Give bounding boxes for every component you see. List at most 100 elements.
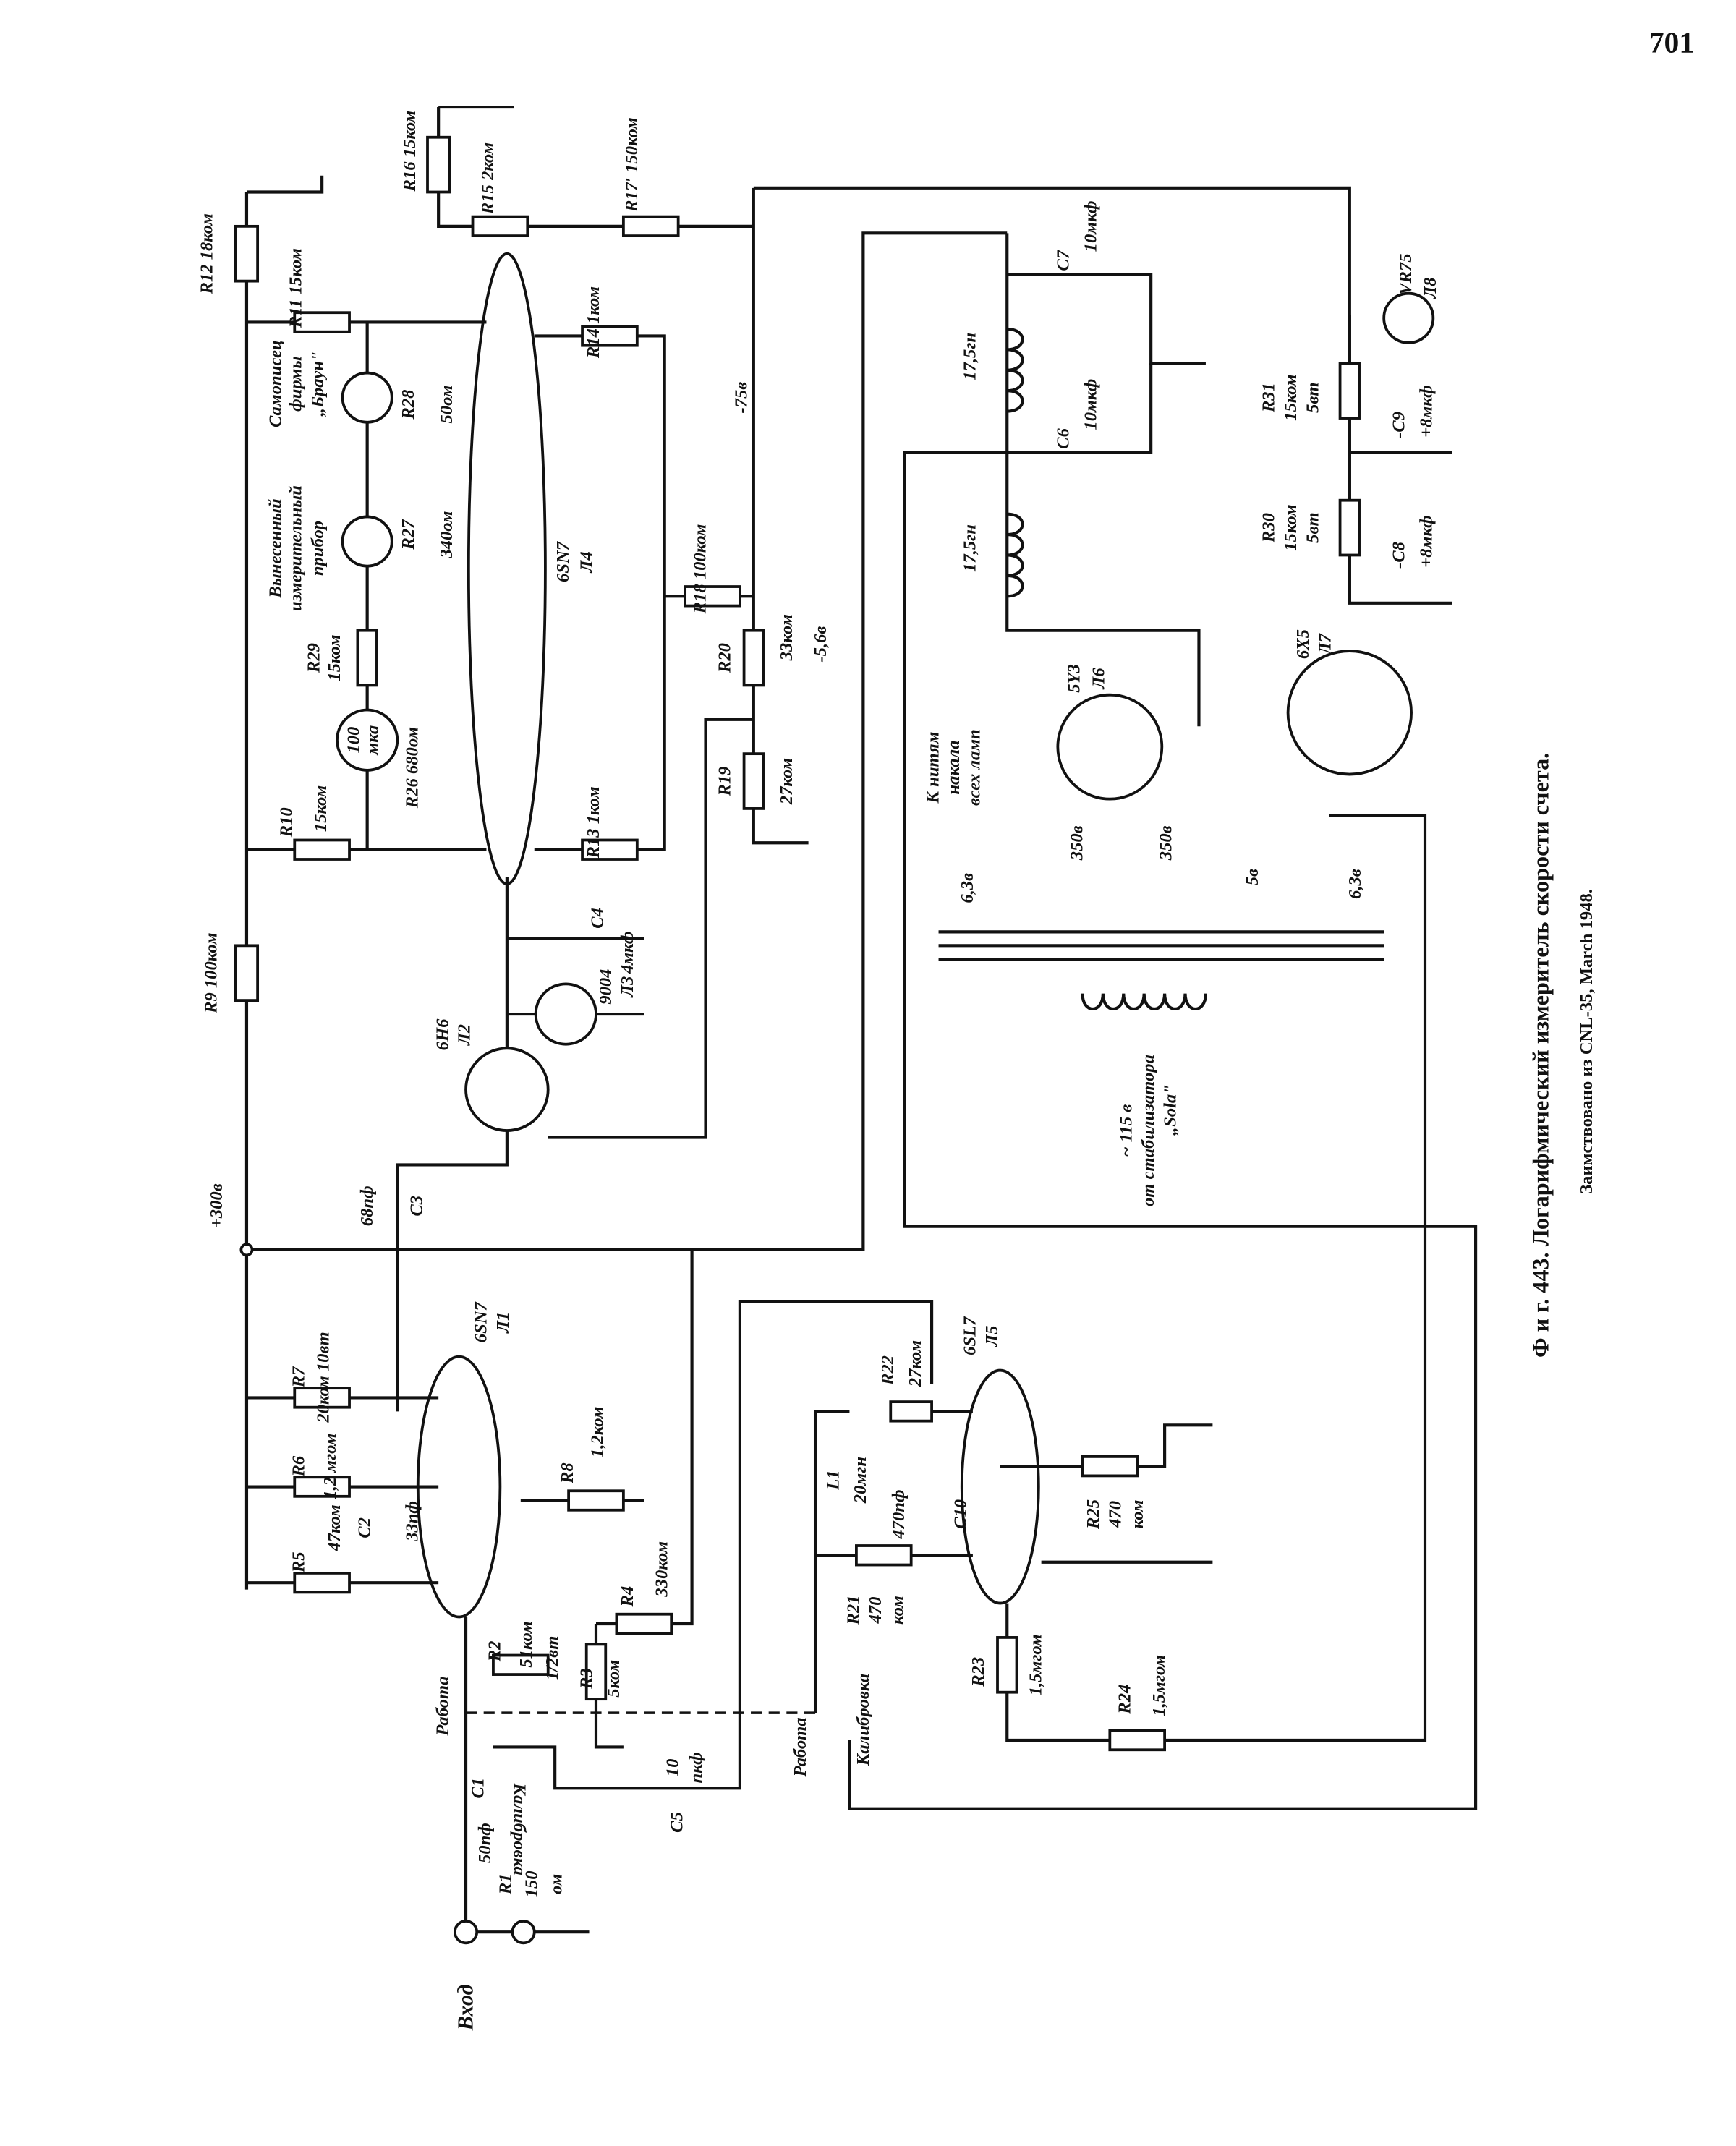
label: 47ком	[325, 1504, 344, 1552]
resistor-r20	[742, 629, 765, 687]
tube-l2	[464, 1047, 550, 1132]
resistor-r3	[584, 1643, 608, 1701]
label: 50пф	[475, 1823, 495, 1863]
label: 340ом	[437, 511, 456, 558]
label: Вынесенный	[265, 498, 285, 598]
label: 10мкф	[1081, 379, 1100, 430]
tube-l4	[467, 252, 547, 885]
label: R4	[618, 1586, 637, 1608]
label: 15ком	[1281, 504, 1301, 551]
tube-l1	[416, 1355, 502, 1619]
label: Л5	[982, 1326, 1002, 1347]
label: C7	[1054, 249, 1073, 271]
label: R1	[496, 1874, 516, 1896]
label: R6	[289, 1455, 309, 1477]
resistor-r25	[1081, 1455, 1139, 1478]
meter-100ua	[336, 708, 399, 772]
resistor-r21	[855, 1544, 913, 1567]
label: мка	[363, 725, 383, 756]
resistor-r5	[293, 1572, 351, 1594]
label: фирмы	[286, 357, 306, 412]
label: Л6	[1089, 668, 1109, 690]
label: R13 1ком	[584, 786, 603, 859]
label: R8	[558, 1462, 577, 1484]
terminal-300v	[239, 1243, 254, 1257]
remote-meter	[341, 515, 393, 568]
label: R3	[576, 1668, 596, 1690]
label: 6Н6	[433, 1018, 452, 1050]
label: Л8	[1421, 277, 1440, 299]
tube-l6	[1056, 693, 1164, 801]
label: C1	[469, 1778, 488, 1799]
label: R12 18ком	[197, 213, 217, 295]
input-jack-ground	[511, 1920, 536, 1945]
figure-caption: Ф и г. 443. Логарифмический измеритель с…	[1527, 753, 1553, 1358]
label: 6SN7	[471, 1301, 490, 1343]
label: R23	[969, 1657, 988, 1687]
label: от стабилизатора	[1139, 1055, 1158, 1206]
label: R15 2ком	[478, 142, 498, 215]
label: 330ком	[652, 1541, 671, 1598]
label: 1/2вт	[542, 1636, 562, 1681]
label: L1	[823, 1470, 843, 1490]
resistor-r12	[234, 224, 260, 283]
label: C3	[407, 1196, 426, 1217]
label: R18 100ком	[691, 524, 710, 614]
label: C4	[587, 908, 607, 929]
label: Л1	[493, 1312, 513, 1334]
label: 6SN7	[553, 540, 573, 582]
resistor-r29	[356, 629, 378, 687]
label: накала	[944, 741, 963, 795]
resistor-r14	[581, 325, 639, 347]
label: C5	[667, 1812, 686, 1833]
label: 17,5гн	[961, 524, 980, 572]
label: 5вт	[1303, 512, 1322, 542]
label: R31	[1259, 383, 1279, 413]
label: „Sola"	[1160, 1084, 1180, 1136]
label: R17′ 150ком	[622, 117, 642, 213]
label: 33пф	[403, 1501, 422, 1542]
labels: R12 18ком R16 15ком R15 2ком R17′ 150ком…	[197, 111, 1441, 2032]
transformer-primary	[1081, 993, 1208, 1010]
label: Калибровка	[854, 1674, 873, 1766]
label: R5	[289, 1551, 309, 1573]
label: R29	[304, 643, 323, 673]
label: R16 15ком	[400, 111, 420, 192]
label: 6,3в	[1345, 869, 1365, 899]
label: R28	[399, 390, 418, 420]
tube-l7	[1286, 650, 1413, 776]
label: +8мкф	[1416, 515, 1436, 568]
label: R20	[715, 643, 735, 673]
resistor-r17	[621, 215, 680, 238]
resistor-r10	[293, 838, 351, 861]
label: 17,5гн	[961, 333, 980, 380]
label: 15ком	[325, 634, 344, 681]
tube-l8	[1382, 291, 1435, 344]
label: R30	[1259, 513, 1279, 543]
resistor-r16	[426, 135, 451, 194]
label: R25	[1084, 1499, 1103, 1530]
label: -5,6в	[811, 626, 830, 663]
label: ком	[1128, 1499, 1147, 1528]
label: 1,2 мгом	[320, 1433, 340, 1499]
label: Л3	[618, 976, 637, 998]
label: C2	[354, 1517, 374, 1538]
label: R26 680ом	[403, 727, 422, 809]
label: измерительный	[286, 485, 306, 611]
label: Самописец	[265, 340, 285, 427]
label: 150	[522, 1870, 542, 1897]
label: 470	[1105, 1501, 1125, 1528]
resistor-r24	[1108, 1729, 1166, 1752]
resistor-r2	[492, 1653, 550, 1676]
label: Работа	[791, 1717, 810, 1777]
resistor-r4	[615, 1612, 673, 1635]
resistor-r23	[996, 1636, 1018, 1694]
label: ~ 115 в	[1117, 1104, 1136, 1157]
label: +300в	[207, 1183, 226, 1228]
label: 1,2ком	[587, 1406, 607, 1457]
recorder-brown	[341, 371, 393, 424]
page-number: 701	[1649, 26, 1694, 59]
resistor-r22	[889, 1400, 933, 1423]
label: ком	[888, 1596, 907, 1625]
label: 350в	[1067, 825, 1086, 861]
